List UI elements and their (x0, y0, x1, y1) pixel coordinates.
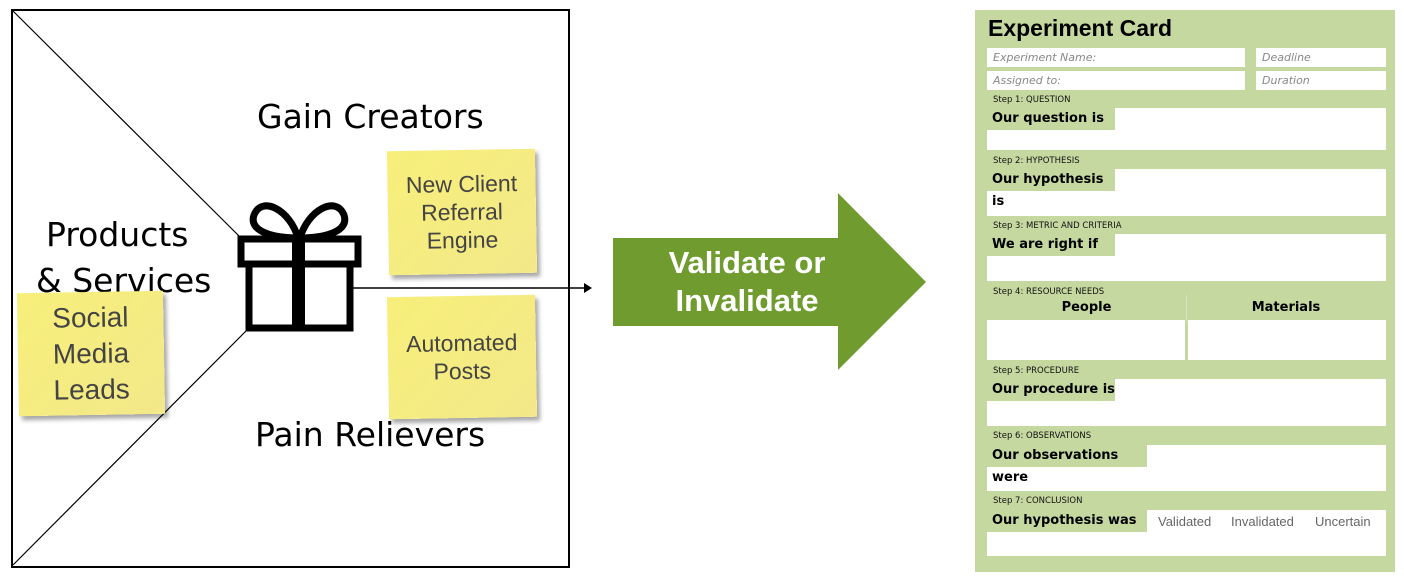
arrow-label-line1: Validate or (668, 245, 826, 280)
step-3-label: Step 3: METRIC AND CRITERIA (993, 221, 1122, 231)
deadline-field[interactable]: Deadline (1256, 48, 1386, 67)
question-prompt: Our question is (987, 108, 1115, 130)
option-invalidated[interactable]: Invalidated (1231, 514, 1294, 529)
hypothesis-prompt: Our hypothesis is (987, 169, 1115, 209)
validate-arrow-label: Validate or Invalidate (613, 244, 881, 320)
note-line: Engine (426, 226, 499, 254)
note-line: Posts (433, 357, 492, 385)
validate-arrow-shape (613, 193, 926, 370)
arrow-label-line2: Invalidate (675, 283, 819, 318)
experiment-name-field[interactable]: Experiment Name: (987, 48, 1245, 67)
procedure-prompt: Our procedure is (987, 379, 1115, 401)
step-6-label: Step 6: OBSERVATIONS (993, 431, 1092, 441)
criteria-input[interactable]: We are right if (987, 234, 1386, 281)
note-line: New Client (405, 170, 518, 198)
card-title: Experiment Card (988, 15, 1173, 41)
note-line: Leads (53, 372, 131, 406)
gift-icon (237, 202, 362, 332)
duration-field[interactable]: Duration (1256, 71, 1386, 90)
option-uncertain[interactable]: Uncertain (1315, 514, 1371, 529)
pain-relievers-label: Pain Relievers (255, 415, 486, 454)
conclusion-prompt: Our hypothesis was (987, 510, 1147, 532)
step-2-label: Step 2: HYPOTHESIS (993, 156, 1080, 166)
conclusion-input[interactable]: Our hypothesis was Validated Invalidated… (987, 510, 1386, 556)
canvas-lines (12, 10, 592, 566)
experiment-card: Experiment Card Experiment Name: Deadlin… (975, 10, 1395, 572)
note-line: Automated (405, 329, 518, 357)
diagonal-top (12, 10, 241, 238)
products-label-line1: Products (46, 215, 189, 254)
connector-arrowhead (584, 283, 592, 293)
step-4-label: Step 4: RESOURCE NEEDS (993, 287, 1105, 297)
materials-input[interactable] (1188, 320, 1386, 360)
materials-header: Materials (1251, 300, 1321, 315)
note-line: Media (52, 336, 130, 370)
note-line: Social (51, 300, 129, 334)
step-1-label: Step 1: QUESTION (993, 95, 1071, 105)
gain-creators-label: Gain Creators (257, 97, 484, 136)
diagonal-bottom (12, 330, 247, 566)
people-input[interactable] (987, 320, 1185, 360)
people-header: People (1061, 300, 1112, 315)
column-divider (1186, 295, 1187, 321)
option-validated[interactable]: Validated (1158, 514, 1212, 529)
step-5-label: Step 5: PROCEDURE (993, 366, 1080, 376)
step-7-label: Step 7: CONCLUSION (993, 496, 1083, 506)
question-input[interactable]: Our question is (987, 108, 1386, 150)
note-line: Referral (420, 198, 504, 226)
observations-prompt: Our observations were (987, 445, 1147, 485)
hypothesis-input[interactable]: Our hypothesis is (987, 169, 1386, 216)
assigned-to-field[interactable]: Assigned to: (987, 71, 1245, 90)
criteria-prompt: We are right if (987, 234, 1115, 256)
procedure-input[interactable]: Our procedure is (987, 379, 1386, 426)
observations-input[interactable]: Our observations were (987, 445, 1386, 491)
